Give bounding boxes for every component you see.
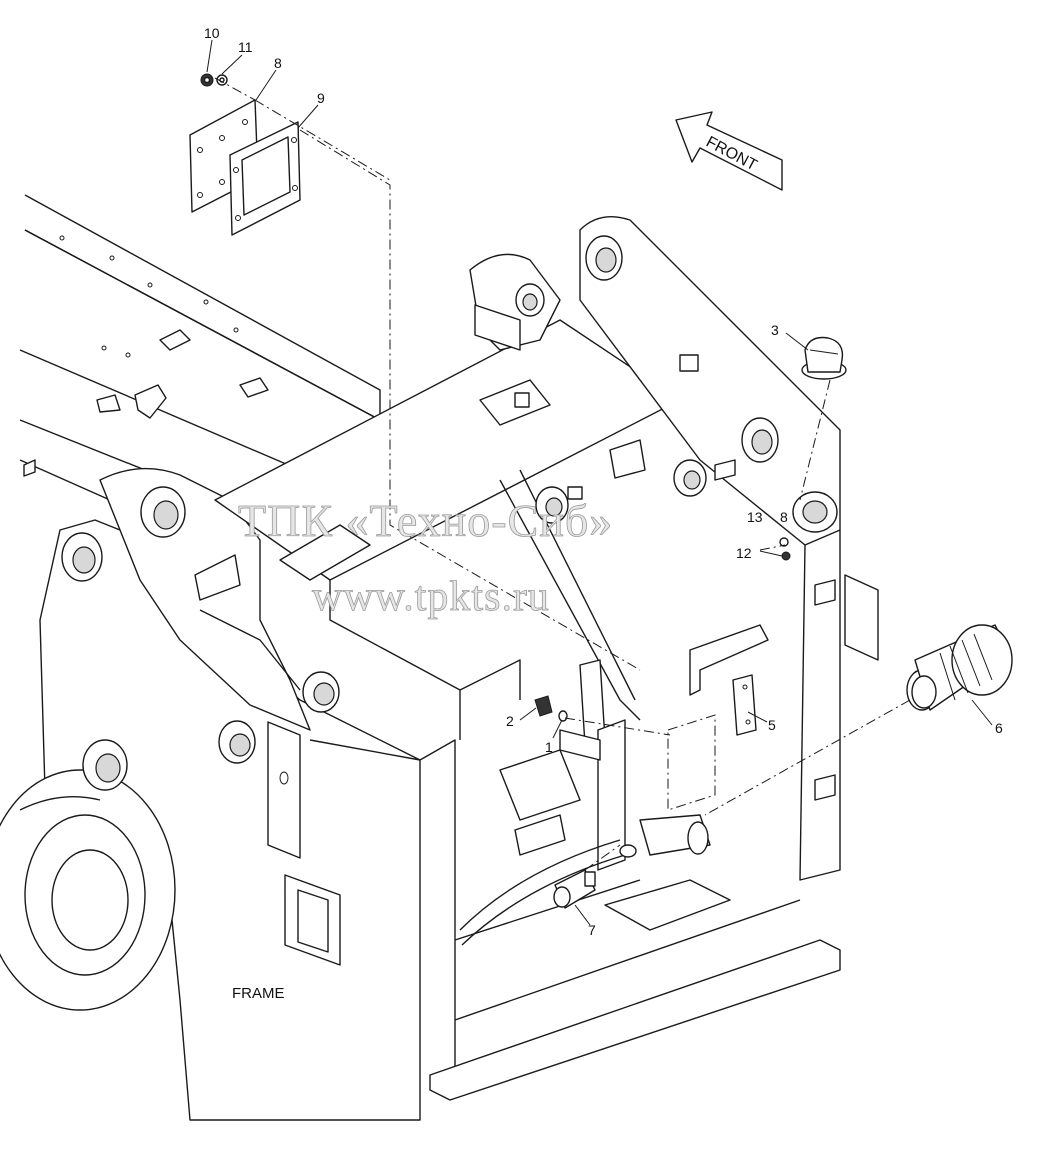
part-strainer-filter	[906, 624, 1013, 711]
watermark: ТПК «Техно-Сиб» www.tpkts.ru	[238, 495, 613, 621]
part-washer	[216, 74, 228, 86]
frame-label: FRAME	[232, 985, 285, 1002]
part-nut	[200, 73, 214, 87]
callout-8b: 8	[780, 509, 788, 525]
assembly-guide-lines	[214, 77, 911, 871]
front-direction-arrow: FRONT	[675, 111, 783, 191]
callout-8: 8	[274, 55, 282, 71]
callout-2: 2	[506, 713, 514, 729]
frame-right-plate	[469, 216, 879, 881]
callout-10: 10	[204, 25, 220, 41]
frame-body	[0, 319, 841, 1121]
callout-12: 12	[736, 545, 752, 561]
callout-1: 1	[545, 739, 553, 755]
watermark-url: www.tpkts.ru	[312, 574, 550, 620]
watermark-company: ТПК «Техно-Сиб»	[238, 495, 613, 546]
callout-11: 11	[238, 39, 253, 55]
part-bolt-and-washer	[779, 537, 791, 561]
part-gasket	[229, 121, 301, 236]
part-clamp-block	[732, 674, 757, 736]
part-plug-and-oring	[534, 695, 568, 722]
callout-9: 9	[317, 90, 325, 106]
callout-5: 5	[768, 717, 776, 733]
callout-7: 7	[588, 922, 596, 938]
callout-3: 3	[771, 322, 779, 338]
callout-6: 6	[995, 720, 1003, 736]
part-breather-cap	[801, 336, 847, 380]
frame-left-rail	[19, 194, 381, 521]
part-drain-plug	[553, 869, 596, 909]
callout-leaders	[206, 39, 993, 926]
callout-13: 13	[747, 509, 763, 525]
